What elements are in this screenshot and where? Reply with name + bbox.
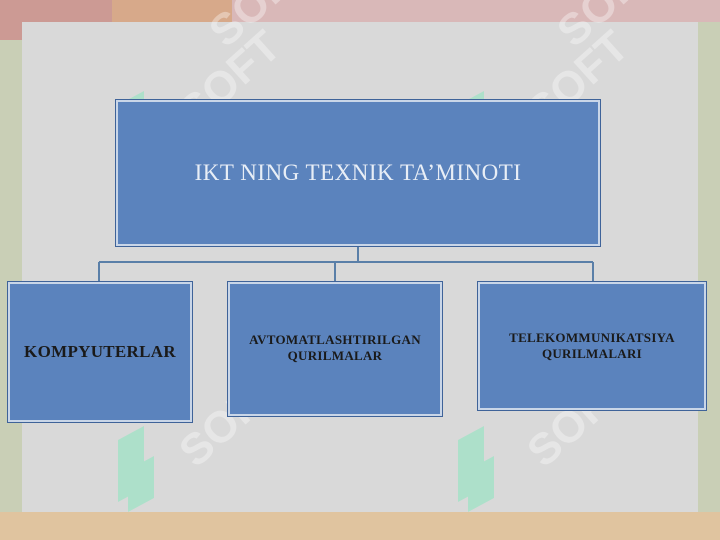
diagram-child-box: AVTOMATLASHTIRILGAN QURILMALAR [227,281,443,417]
diagram-root-label: IKT NING TEXNIK TA’MINOTI [194,160,522,185]
slide-frame-right [698,0,720,540]
slide-content-panel [22,22,698,512]
diagram-root-box: IKT NING TEXNIK TA’MINOTI [115,99,601,247]
diagram-child-label: KOMPYUTERLAR [24,342,176,361]
diagram-child-label: AVTOMATLASHTIRILGAN QURILMALAR [249,332,421,363]
diagram-child-label: TELEKOMMUNIKATSIYA QURILMALARI [509,330,675,361]
diagram-child-box: TELEKOMMUNIKATSIYA QURILMALARI [477,281,707,411]
slide-frame-left [0,0,22,540]
slide-frame-bottom [0,512,720,540]
diagram-child-box: KOMPYUTERLAR [7,281,193,423]
